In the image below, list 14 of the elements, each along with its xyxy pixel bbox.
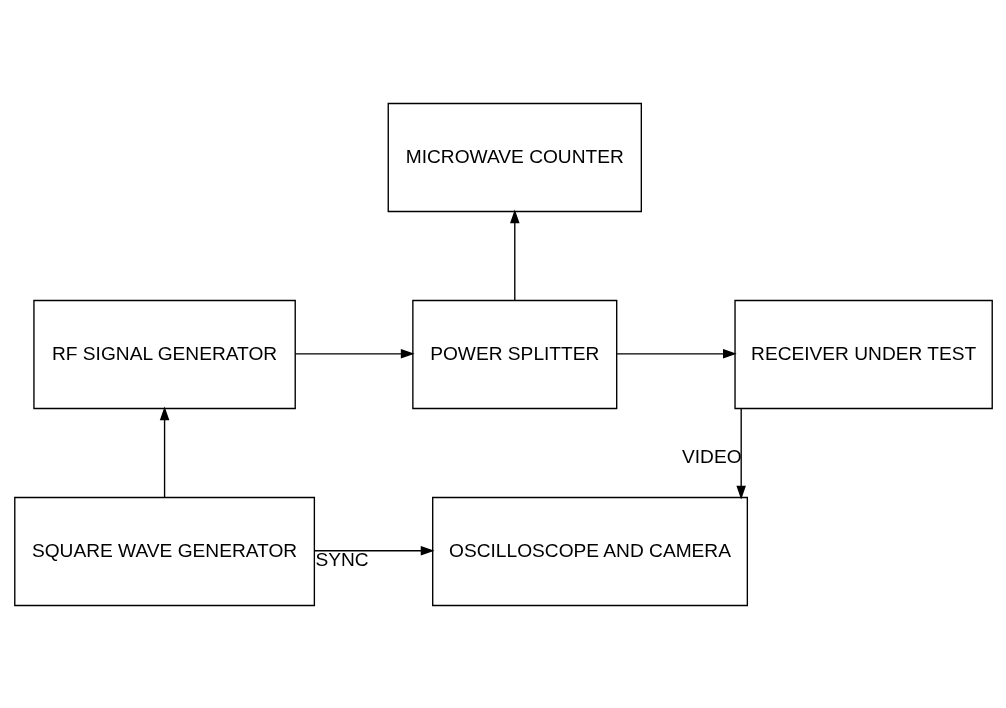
arrow — [294, 348, 415, 359]
node-box: RECEIVER UNDER TEST — [733, 299, 993, 409]
edge-label: VIDEO — [681, 445, 742, 467]
arrow — [313, 545, 434, 556]
arrow — [735, 407, 746, 499]
node-box: OSCILLOSCOPE AND CAMERA — [431, 496, 748, 606]
edge-label: SYNC — [314, 548, 369, 570]
arrow — [615, 348, 737, 359]
arrow — [509, 209, 520, 301]
node-box: MICROWAVE COUNTER — [387, 102, 642, 212]
node-box: RF SIGNAL GENERATOR — [32, 299, 296, 409]
arrow — [159, 406, 169, 498]
node-box: SQUARE WAVE GENERATOR — [13, 496, 315, 606]
node-box: POWER SPLITTER — [411, 299, 617, 409]
